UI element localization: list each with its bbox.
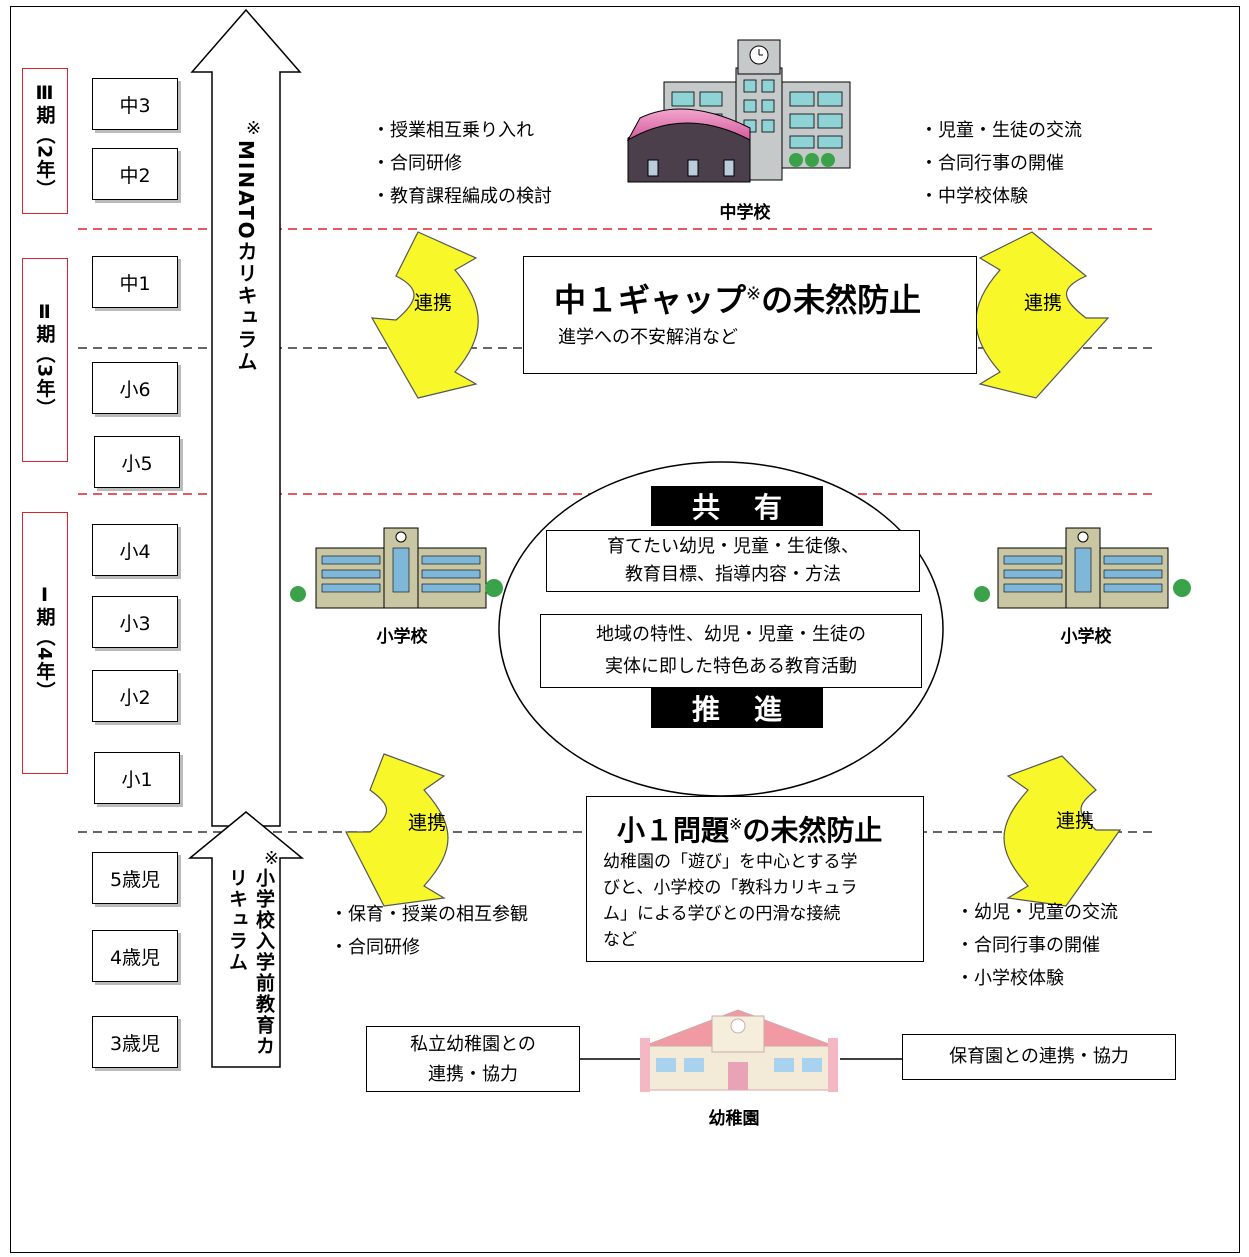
grade-age5: 5歳児 bbox=[92, 852, 178, 904]
list-item: 合同研修 bbox=[372, 147, 552, 180]
minato-mark: ※ bbox=[246, 118, 262, 139]
renkei-label-bottom-left: 連携 bbox=[408, 812, 447, 834]
minato-arrow bbox=[190, 8, 302, 827]
grade-age4: 4歳児 bbox=[92, 930, 178, 982]
renkei-arrow-bottom-right bbox=[1003, 755, 1122, 907]
kindergarten-label: 幼稚園 bbox=[708, 1109, 760, 1129]
kindergarten-building bbox=[640, 1009, 838, 1092]
promote-text-box: 地域の特性、幼児・児童・生徒の 実体に即した特色ある教育活動 bbox=[540, 614, 922, 688]
share-banner: 共有 bbox=[651, 486, 823, 526]
elementary-label-left: 小学校 bbox=[376, 627, 428, 647]
junior-high-building bbox=[626, 39, 851, 183]
renkei-arrow-bottom-left bbox=[345, 753, 449, 907]
renkei-arrow-top-right bbox=[975, 231, 1110, 399]
period-1: Ⅰ期（4年） bbox=[22, 512, 68, 774]
diagram-frame bbox=[10, 6, 1240, 1253]
minato-curriculum-label: MINATOカリキュラム bbox=[234, 140, 258, 373]
problem-body: 幼稚園の「遊び」を中心とする学 びと、小学校の「教科カリキュラ ム」による学びと… bbox=[603, 852, 858, 950]
grade-jh1: 中1 bbox=[92, 256, 178, 308]
renkei-label-top-right: 連携 bbox=[1024, 292, 1063, 314]
preschool-arrow bbox=[187, 811, 305, 1068]
junior-high-label: 中学校 bbox=[719, 203, 771, 223]
elementary-building-right bbox=[974, 527, 1191, 609]
grade-es1: 小1 bbox=[94, 752, 180, 804]
gap-subtitle: 進学への不安解消など bbox=[558, 327, 738, 348]
private-kindergarten-box: 私立幼稚園との 連携・協力 bbox=[366, 1026, 580, 1092]
grade-jh3: 中3 bbox=[92, 78, 178, 130]
grade-es6: 小6 bbox=[92, 362, 178, 414]
share-text-box: 育てたい幼児・児童・生徒像、 教育目標、指導内容・方法 bbox=[546, 530, 920, 592]
grade-es2: 小2 bbox=[92, 670, 178, 722]
period-2: Ⅱ期（3年） bbox=[22, 258, 68, 462]
elementary-label-right: 小学校 bbox=[1060, 627, 1112, 647]
kg-right-list: 幼児・児童の交流 合同行事の開催 小学校体験 bbox=[956, 896, 1118, 995]
list-item: 小学校体験 bbox=[956, 962, 1118, 995]
grade-age3: 3歳児 bbox=[92, 1016, 178, 1068]
grade-es3: 小3 bbox=[92, 596, 178, 648]
preschool-curriculum-label: 小学校入学前教育カリキュラム bbox=[226, 868, 275, 1057]
list-item: 幼児・児童の交流 bbox=[956, 896, 1118, 929]
problem-title: 小１問題※の未然防止 bbox=[617, 814, 883, 847]
kg-left-list: 保育・授業の相互参観 合同研修 bbox=[330, 898, 528, 964]
renkei-label-bottom-right: 連携 bbox=[1056, 810, 1095, 832]
problem-prevention-box: 小１問題※の未然防止 幼稚園の「遊び」を中心とする学 びと、小学校の「教科カリキ… bbox=[586, 796, 924, 962]
grade-es4: 小4 bbox=[92, 524, 178, 576]
list-item: 児童・生徒の交流 bbox=[920, 114, 1082, 147]
nursery-box: 保育園との連携・協力 bbox=[902, 1034, 1176, 1080]
elementary-building-left bbox=[290, 527, 503, 609]
promote-banner: 推進 bbox=[651, 688, 823, 728]
gap-title: 中１ギャップ※の未然防止 bbox=[554, 281, 922, 319]
period-3: Ⅲ期（2年） bbox=[22, 68, 68, 214]
jh-right-list: 児童・生徒の交流 合同行事の開催 中学校体験 bbox=[920, 114, 1082, 213]
list-item: 合同行事の開催 bbox=[920, 147, 1082, 180]
grade-es5: 小5 bbox=[94, 436, 180, 488]
renkei-label-top-left: 連携 bbox=[414, 292, 453, 314]
list-item: 中学校体験 bbox=[920, 180, 1082, 213]
grade-jh2: 中2 bbox=[92, 148, 178, 200]
list-item: 授業相互乗り入れ bbox=[372, 114, 552, 147]
list-item: 合同行事の開催 bbox=[956, 929, 1118, 962]
list-item: 保育・授業の相互参観 bbox=[330, 898, 528, 931]
preschool-mark: ※ bbox=[264, 848, 280, 869]
gap-prevention-box: 中１ギャップ※の未然防止 進学への不安解消など bbox=[523, 256, 977, 374]
list-item: 合同研修 bbox=[330, 931, 528, 964]
list-item: 教育課程編成の検討 bbox=[372, 180, 552, 213]
jh-left-list: 授業相互乗り入れ 合同研修 教育課程編成の検討 bbox=[372, 114, 552, 213]
renkei-arrow-top-left bbox=[370, 231, 479, 399]
